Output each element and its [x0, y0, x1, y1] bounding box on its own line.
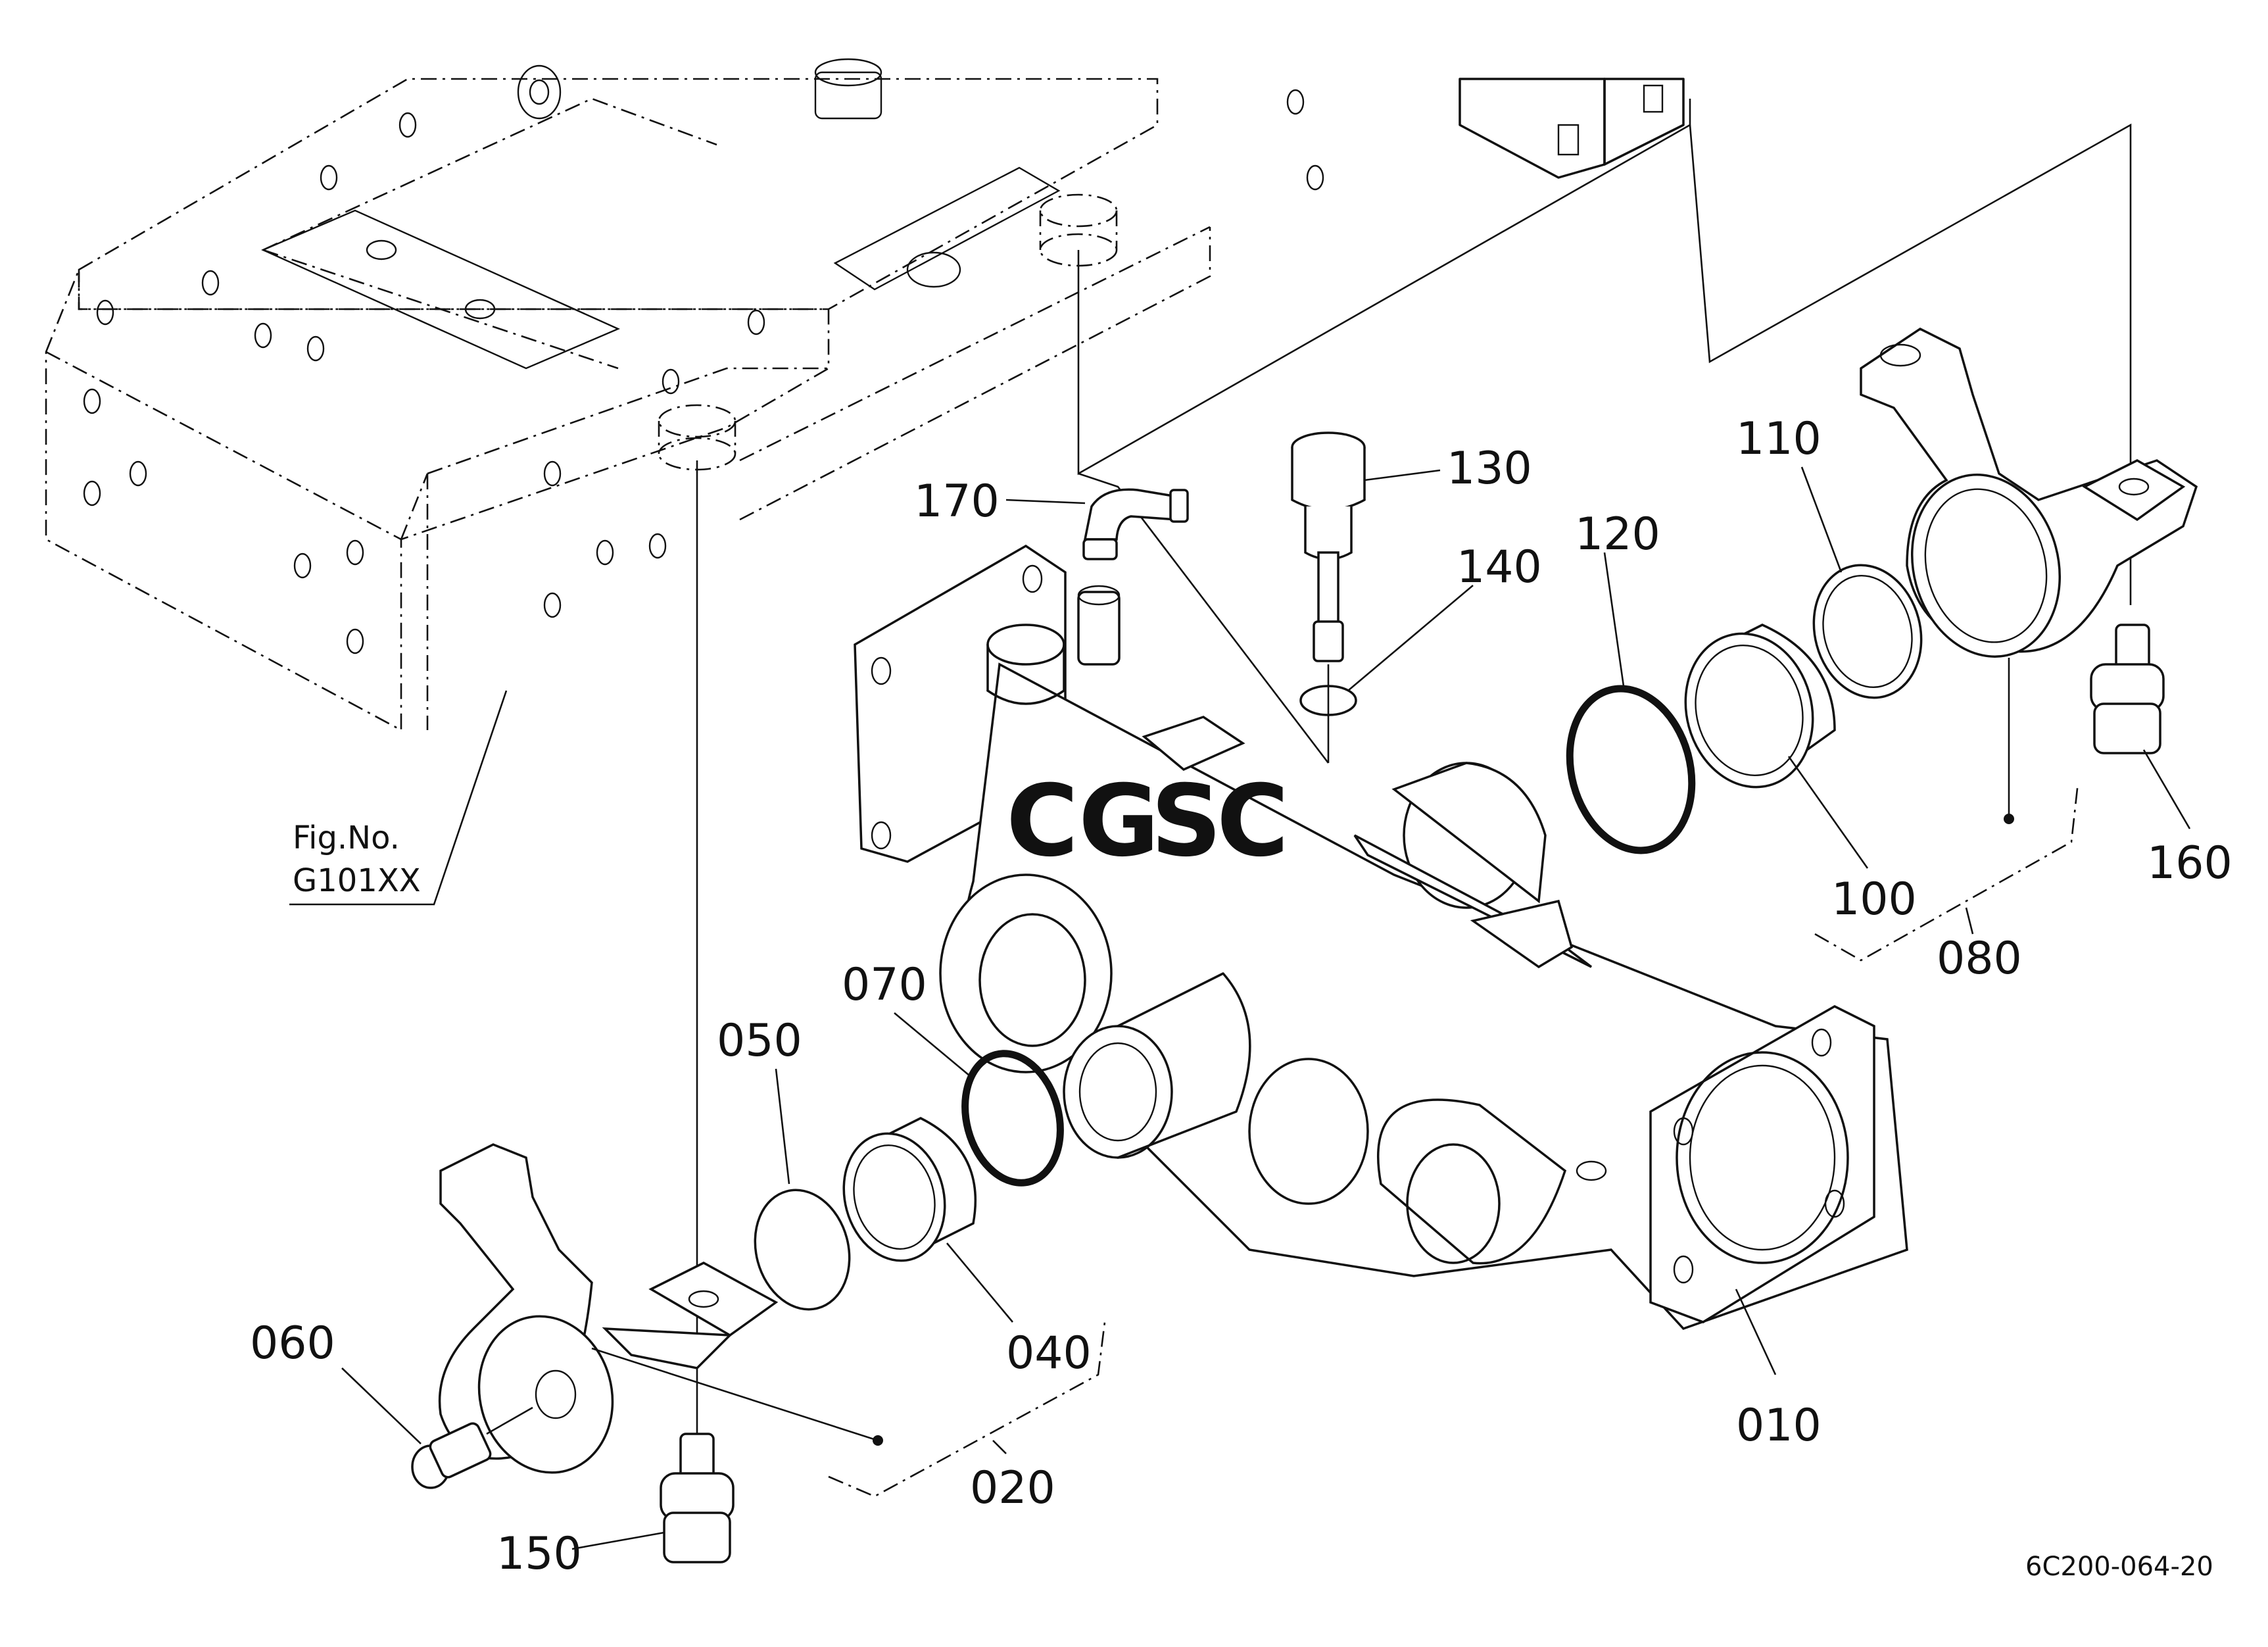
part-060-grease-fitting	[411, 1406, 533, 1489]
part-150-bolt	[660, 1433, 735, 1563]
part-100-bushing	[1684, 624, 1836, 789]
callout-060: 060	[250, 1317, 335, 1369]
part-130-plug	[1291, 431, 1366, 662]
watermark-letter-3: S	[1151, 764, 1222, 879]
frame-assembly-reference	[45, 58, 1685, 732]
callout-100: 100	[1831, 873, 1917, 925]
part-070-o-ring	[961, 1050, 1064, 1187]
part-140-o-ring	[1299, 685, 1357, 716]
part-120-o-ring	[1566, 685, 1696, 854]
callout-010: 010	[1736, 1400, 1822, 1452]
callout-040: 040	[1006, 1327, 1092, 1379]
callout-070: 070	[842, 959, 927, 1011]
watermark-letter-4: C	[1217, 764, 1289, 879]
part-050-cap	[754, 1189, 851, 1311]
figure-reference: Fig.No. G101XX	[293, 820, 421, 899]
callout-140: 140	[1457, 541, 1542, 593]
figure-reference-line2: G101XX	[293, 862, 421, 899]
axle-housing	[854, 544, 1908, 1331]
callout-050: 050	[717, 1015, 802, 1067]
part-080-bracket	[1860, 327, 2198, 658]
callout-leaders	[289, 466, 2191, 1550]
part-160-bolt	[2090, 624, 2165, 754]
watermark: C G S C	[1006, 764, 1289, 879]
callout-130: 130	[1447, 443, 1532, 495]
callout-080: 080	[1937, 933, 2022, 985]
watermark-letter-1: C	[1006, 764, 1078, 879]
part-020-bracket	[438, 1143, 779, 1474]
part-040-bushing	[842, 1117, 977, 1262]
callout-120: 120	[1575, 508, 1660, 560]
part-170-elbow-fitting	[1082, 488, 1189, 560]
figure-reference-line1: Fig.No.	[293, 820, 400, 856]
callout-160: 160	[2147, 837, 2232, 889]
group-bracket-080	[1814, 782, 2079, 962]
assembly-lines	[696, 99, 2132, 1480]
callout-020: 020	[970, 1462, 1055, 1514]
document-number: 6C200-064-20	[2025, 1552, 2213, 1582]
callout-150: 150	[496, 1528, 582, 1580]
part-110-thrust-washer	[1812, 564, 1923, 699]
callout-110: 110	[1736, 413, 1822, 465]
callout-170: 170	[914, 476, 1000, 528]
part-callouts: 170 130 140 120 110 100 080 160 010 070 …	[250, 413, 2232, 1580]
watermark-letter-2: G	[1078, 764, 1159, 879]
